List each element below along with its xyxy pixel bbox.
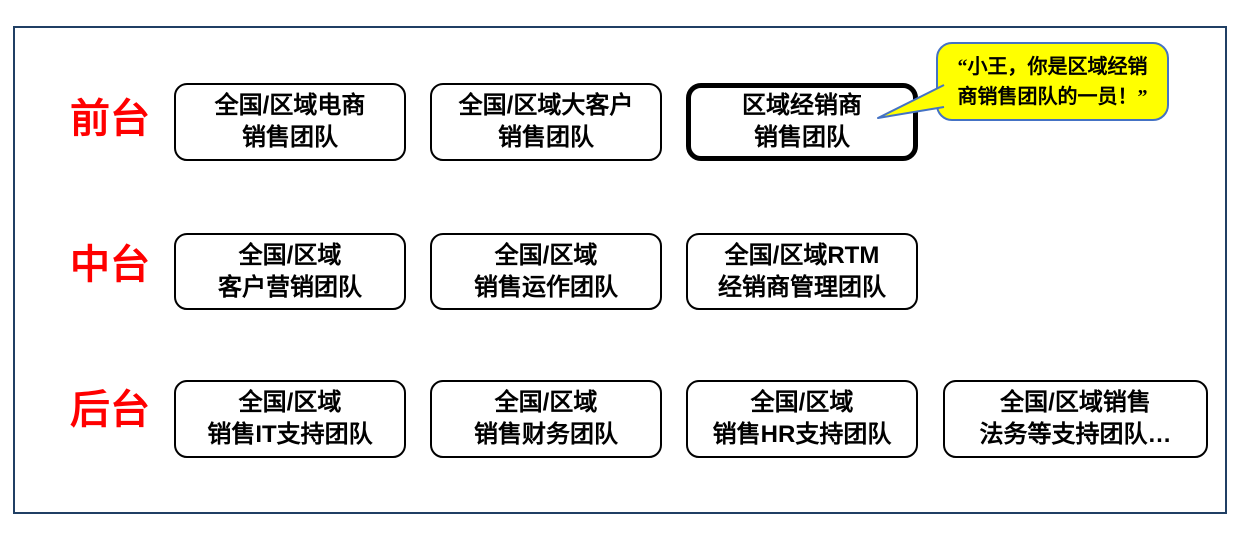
team-box-line2: 经销商管理团队: [718, 273, 886, 301]
team-box-customer-marketing: 全国/区域 客户营销团队: [174, 233, 406, 310]
team-box-line2: 法务等支持团队…: [979, 421, 1172, 448]
team-box-key-account-sales: 全国/区域大客户 销售团队: [430, 83, 662, 161]
team-box-rtm-distributor-management: 全国/区域RTM 经销商管理团队: [686, 233, 918, 310]
outer-frame: [13, 26, 1227, 514]
team-box-line1: 全国/区域: [238, 241, 342, 269]
speech-callout: “小王，你是区域经销 商销售团队的一员！”: [936, 42, 1169, 121]
team-box-line1: 全国/区域电商: [214, 92, 366, 120]
team-box-line1: 全国/区域销售: [1000, 389, 1151, 417]
row-label-front-office: 前台: [70, 97, 150, 141]
row-label-middle-office: 中台: [70, 243, 150, 287]
team-box-line2: 销售团队: [242, 124, 338, 151]
team-box-line2: 销售财务团队: [474, 421, 618, 448]
team-box-line2: 销售运作团队: [474, 273, 618, 301]
speech-callout-line1: “小王，你是区域经销: [957, 55, 1148, 78]
team-box-line2: 销售团队: [754, 124, 850, 151]
team-box-line1: 区域经销商: [742, 92, 862, 120]
team-box-sales-it-support: 全国/区域 销售IT支持团队: [174, 380, 406, 458]
team-box-sales-hr-support: 全国/区域 销售HR支持团队: [686, 380, 918, 458]
team-box-line1: 全国/区域: [494, 241, 598, 269]
team-box-sales-operations: 全国/区域 销售运作团队: [430, 233, 662, 310]
team-box-line1: 全国/区域大客户: [458, 92, 634, 120]
team-box-sales-legal-support: 全国/区域销售 法务等支持团队…: [943, 380, 1208, 458]
team-box-line1: 全国/区域RTM: [724, 241, 880, 269]
team-box-line1: 全国/区域: [750, 389, 854, 417]
team-box-line1: 全国/区域: [238, 389, 342, 417]
team-box-line1: 全国/区域: [494, 389, 598, 417]
team-box-regional-distributor-sales-highlighted: 区域经销商 销售团队: [686, 83, 918, 161]
speech-callout-line2: 商销售团队的一员！”: [957, 85, 1148, 108]
team-box-line2: 客户营销团队: [218, 273, 362, 301]
speech-callout-tail: [877, 84, 945, 119]
team-box-line2: 销售团队: [498, 124, 594, 151]
team-box-line2: 销售HR支持团队: [712, 421, 892, 448]
team-box-sales-finance: 全国/区域 销售财务团队: [430, 380, 662, 458]
team-box-ecommerce-sales: 全国/区域电商 销售团队: [174, 83, 406, 161]
team-box-line2: 销售IT支持团队: [207, 421, 373, 448]
row-label-back-office: 后台: [70, 388, 150, 432]
